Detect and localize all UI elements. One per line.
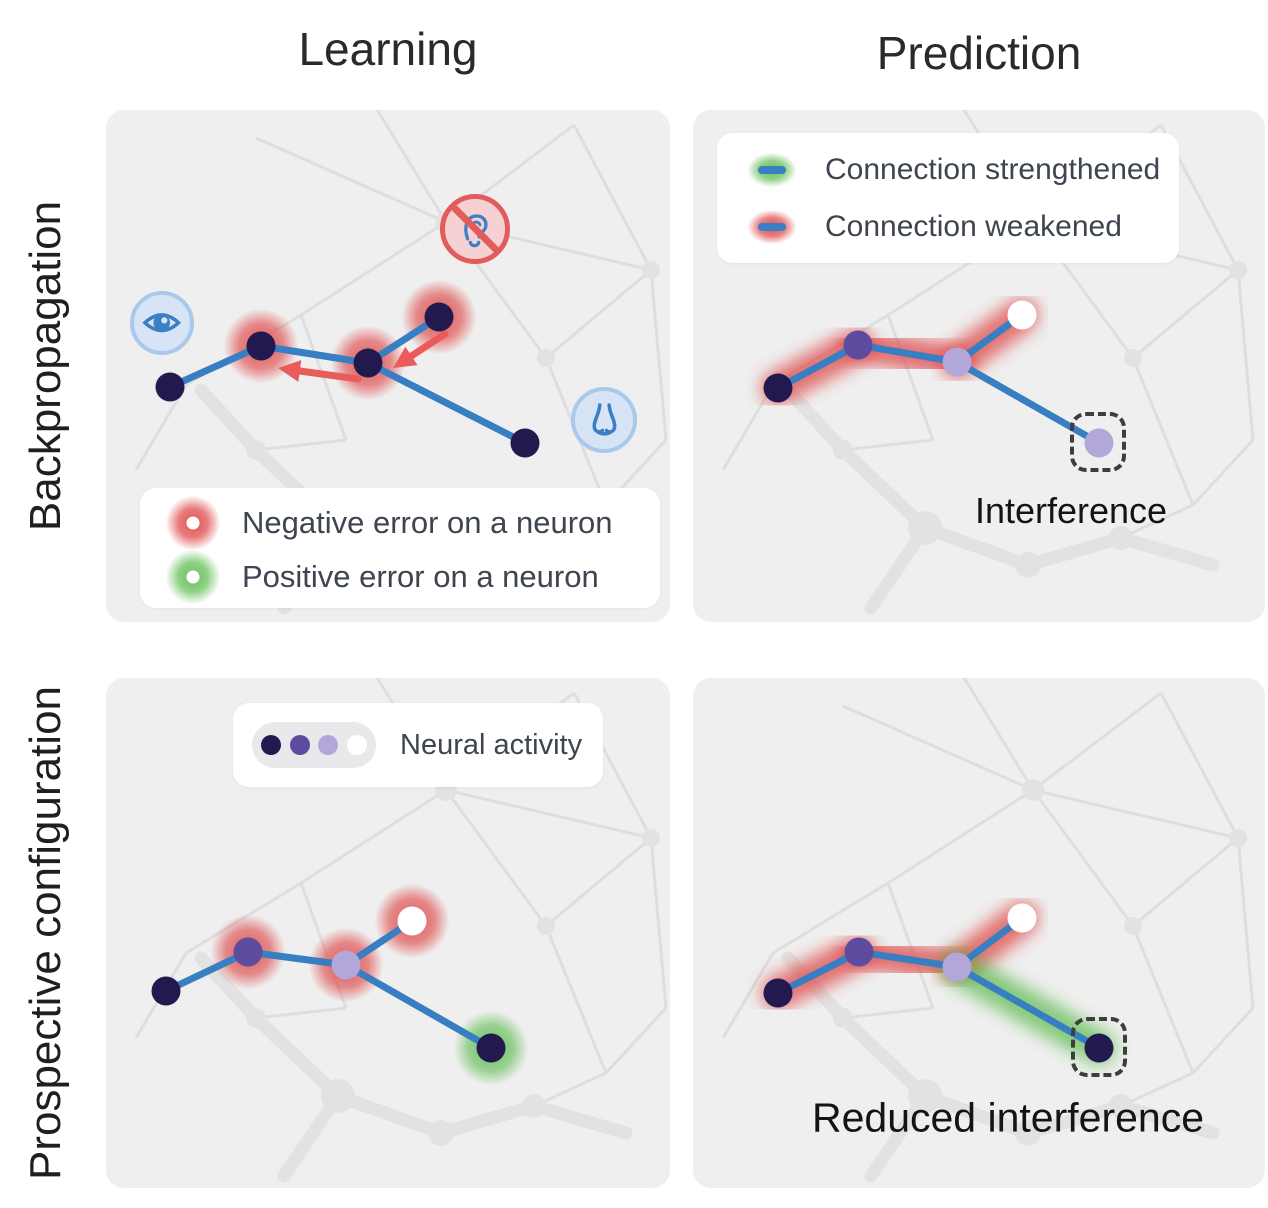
negative-error-swatch: [166, 496, 220, 550]
connection-edge: [342, 961, 495, 1052]
connection-edge: [162, 948, 252, 995]
panel-backpropagation-prediction: Connection strengthened Connection weake…: [693, 110, 1265, 622]
activity-dot-high: [260, 735, 281, 755]
activity-dot-none: [347, 735, 368, 755]
connection-edge: [364, 359, 529, 447]
neuron-node-1: [843, 330, 873, 360]
connection-edge: [855, 948, 961, 971]
neuron-node-3: [1007, 903, 1037, 933]
activity-scale: [252, 722, 376, 768]
error-arrow-head: [278, 360, 302, 382]
neuron-node-4: [1084, 1033, 1114, 1063]
legend-label: Positive error on a neuron: [242, 559, 599, 594]
neuron-node-2: [331, 950, 361, 980]
neuron-node-0: [155, 372, 185, 402]
neuron-node-0: [151, 976, 181, 1006]
column-title-prediction: Prediction: [876, 27, 1082, 79]
connection-edge: [257, 342, 372, 367]
neural-activity-legend: Neural activity: [233, 703, 603, 787]
neuron-node-1: [233, 937, 263, 967]
panel-prospective-learning: Neural activity: [106, 678, 670, 1188]
activity-dot-medium: [289, 735, 310, 755]
error-arrow-head: [393, 346, 418, 368]
legend-label: Connection weakened: [825, 209, 1122, 243]
legend-row: Connection weakened: [739, 201, 1179, 252]
column-title-learning: Learning: [298, 23, 478, 75]
error-arrow-shaft: [407, 330, 449, 360]
connection-edge: [774, 341, 862, 392]
neuron-node-4: [476, 1033, 506, 1063]
connection-weakened-swatch: [739, 201, 805, 252]
error-legend: Negative error on a neuron Positive erro…: [140, 488, 660, 608]
ear-blocked-icon: [440, 194, 510, 264]
legend-label: Negative error on a neuron: [242, 505, 613, 540]
row-label-backpropagation: Backpropagation: [21, 200, 70, 532]
panel-prospective-prediction: Reduced interference: [693, 678, 1265, 1188]
reduced-interference-highlight-box: [1071, 1017, 1127, 1077]
legend-row: Connection strengthened: [739, 144, 1179, 195]
connection-strengthened-swatch: [739, 144, 805, 195]
error-arrow-shaft: [296, 367, 362, 383]
neuron-node-3: [397, 906, 427, 936]
legend-label: Neural activity: [400, 728, 583, 761]
nose-icon: [571, 387, 637, 453]
interference-highlight-box: [1070, 412, 1126, 472]
row-label-prospective-configuration: Prospective configuration: [21, 685, 70, 1181]
legend-label: Connection strengthened: [825, 152, 1161, 186]
neuron-node-2: [353, 348, 383, 378]
eye-icon: [130, 291, 194, 355]
positive-error-swatch: [166, 550, 220, 604]
background-network: [721, 678, 1255, 1183]
neuron-node-4: [1084, 428, 1114, 458]
connection-edge: [953, 358, 1103, 447]
connection-edge: [166, 342, 265, 391]
connection-edge: [854, 341, 961, 366]
connection-edge: [774, 948, 863, 997]
neuron-node-3: [1007, 300, 1037, 330]
legend-row: Positive error on a neuron: [166, 550, 660, 604]
neuron-node-1: [844, 937, 874, 967]
reduced-interference-label: Reduced interference: [811, 1094, 1205, 1141]
neuron-node-0: [763, 978, 793, 1008]
connection-edge: [953, 963, 1103, 1052]
neuron-node-2: [942, 952, 972, 982]
network-diagram: [721, 678, 1255, 1183]
activity-dot-low: [318, 735, 339, 755]
neuron-node-2: [942, 347, 972, 377]
neuron-node-4: [510, 428, 540, 458]
connection-legend: Connection strengthened Connection weake…: [717, 133, 1179, 263]
connection-edge: [244, 948, 350, 969]
legend-row: Negative error on a neuron: [166, 496, 660, 550]
neuron-node-3: [424, 302, 454, 332]
interference-label: Interference: [974, 490, 1168, 531]
neuron-node-0: [763, 373, 793, 403]
panel-backpropagation-learning: Negative error on a neuron Positive erro…: [106, 110, 670, 622]
neuron-node-1: [246, 331, 276, 361]
